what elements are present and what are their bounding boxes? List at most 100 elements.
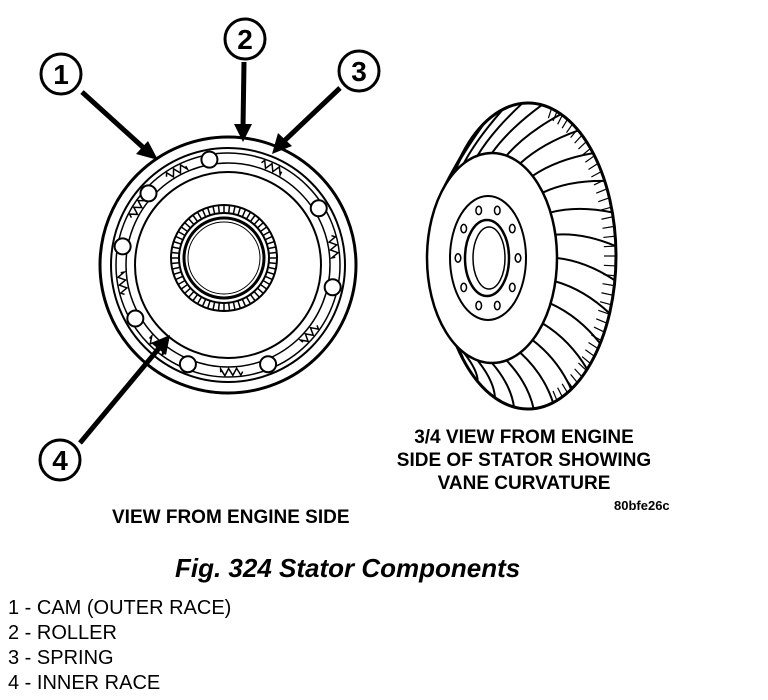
hub-face bbox=[449, 195, 527, 321]
spline-tooth bbox=[253, 218, 261, 226]
spline-tooth bbox=[268, 261, 277, 265]
callout-1-number: 1 bbox=[53, 59, 69, 90]
shroud-hatch bbox=[557, 114, 563, 125]
spline-tooth bbox=[259, 283, 268, 290]
cam-outer-ring bbox=[110, 147, 346, 383]
legend-item-spring: 3 - SPRING bbox=[8, 647, 114, 669]
bolt-hole bbox=[475, 300, 483, 311]
spline-tooth bbox=[192, 293, 199, 302]
spline-tooth bbox=[212, 206, 216, 215]
spline-tooth bbox=[264, 235, 273, 241]
spline-tooth bbox=[177, 230, 186, 237]
vane bbox=[542, 179, 605, 194]
vane bbox=[519, 129, 579, 165]
hub-bolts bbox=[454, 205, 522, 311]
vane bbox=[505, 359, 535, 409]
shroud-hatch bbox=[585, 155, 595, 163]
shroud-hatch bbox=[578, 362, 587, 371]
shroud-hatch bbox=[561, 383, 569, 394]
spline-tooth bbox=[232, 206, 236, 215]
spline-tooth bbox=[262, 230, 271, 237]
vane bbox=[531, 152, 594, 177]
hub-bore-inner bbox=[187, 221, 261, 295]
callout-4-number: 4 bbox=[52, 445, 68, 476]
shroud-hatch bbox=[570, 373, 578, 384]
roller bbox=[323, 278, 342, 297]
spline-tooth bbox=[256, 287, 264, 295]
spline-tooth bbox=[201, 209, 207, 218]
bolt-hole bbox=[493, 205, 501, 216]
shroud-hatch bbox=[552, 111, 558, 122]
arrow-head-1 bbox=[136, 141, 158, 160]
legend-item-cam: 1 - CAM (OUTER RACE) bbox=[8, 597, 232, 619]
spline-tooth bbox=[245, 211, 252, 220]
shroud-hatch bbox=[581, 356, 591, 365]
spline-tooth bbox=[245, 296, 252, 305]
shroud-hatch bbox=[552, 390, 558, 401]
bolt-hole bbox=[460, 282, 468, 293]
shroud-hatch bbox=[561, 118, 569, 129]
rollers bbox=[113, 150, 342, 374]
bolt-hole bbox=[460, 223, 468, 234]
spline-tooth bbox=[237, 300, 242, 309]
roller bbox=[139, 184, 158, 203]
view-right-label-line-2: SIDE OF STATOR SHOWING bbox=[397, 450, 651, 471]
hub-bore-3q bbox=[463, 218, 511, 298]
roller bbox=[113, 237, 132, 256]
shroud-hatch bbox=[602, 283, 615, 287]
bolt-hole bbox=[508, 223, 516, 234]
shroud-hatch bbox=[598, 197, 610, 203]
spline-tooth bbox=[187, 290, 195, 298]
shroud-hatch bbox=[574, 368, 583, 378]
vane bbox=[491, 362, 515, 408]
vane bbox=[556, 257, 616, 282]
bolt-hole bbox=[454, 253, 462, 263]
cam-track-inner bbox=[125, 162, 331, 368]
spline-tooth bbox=[173, 271, 182, 276]
bolt-hole bbox=[475, 205, 483, 216]
spline-tooth bbox=[192, 214, 199, 223]
vane bbox=[550, 302, 601, 345]
spline-tooth bbox=[206, 207, 211, 216]
spline-tooth bbox=[196, 211, 203, 220]
hub-splines bbox=[171, 205, 277, 311]
vane bbox=[531, 339, 573, 390]
bolt-hole bbox=[508, 282, 516, 293]
spring bbox=[297, 325, 320, 343]
view-right-label-line-3: VANE CURVATURE bbox=[438, 473, 611, 494]
roller bbox=[178, 355, 197, 374]
spline-tooth bbox=[267, 246, 276, 250]
shroud-hatch bbox=[603, 264, 616, 267]
hub-bore-3q-inner bbox=[472, 226, 506, 290]
spline-tooth bbox=[266, 240, 275, 245]
shroud-hatch bbox=[593, 326, 605, 333]
shroud-hatch bbox=[593, 179, 605, 186]
spline-tooth bbox=[172, 266, 181, 270]
shroud-hatch bbox=[603, 245, 616, 248]
shroud-hatch bbox=[588, 342, 599, 350]
spline-tooth bbox=[212, 301, 216, 310]
bolt-hole bbox=[514, 253, 522, 263]
callout-2-number: 2 bbox=[237, 24, 253, 55]
spline-tooth bbox=[175, 235, 184, 241]
legend: 1 - CAM (OUTER RACE) 2 - ROLLER 3 - SPRI… bbox=[8, 596, 231, 696]
spring bbox=[116, 270, 129, 296]
callout-4: 4 bbox=[38, 438, 82, 482]
spline-tooth bbox=[262, 279, 271, 286]
spline-tooth bbox=[232, 301, 236, 310]
spline-tooth bbox=[172, 246, 181, 250]
vane bbox=[519, 351, 555, 403]
roller bbox=[259, 355, 278, 374]
spline-tooth bbox=[177, 279, 186, 286]
shroud-hatch bbox=[585, 349, 595, 357]
spline-tooth bbox=[206, 300, 211, 309]
shroud-hatch bbox=[574, 134, 583, 144]
vane bbox=[555, 280, 611, 315]
shroud-hatch bbox=[581, 147, 591, 156]
shroud-hatch bbox=[578, 141, 587, 150]
shroud-hatch bbox=[603, 273, 616, 277]
shroud-hatch bbox=[557, 387, 563, 398]
spline-tooth bbox=[249, 293, 256, 302]
stator-front-view bbox=[98, 135, 358, 395]
callout-1: 1 bbox=[39, 52, 83, 96]
